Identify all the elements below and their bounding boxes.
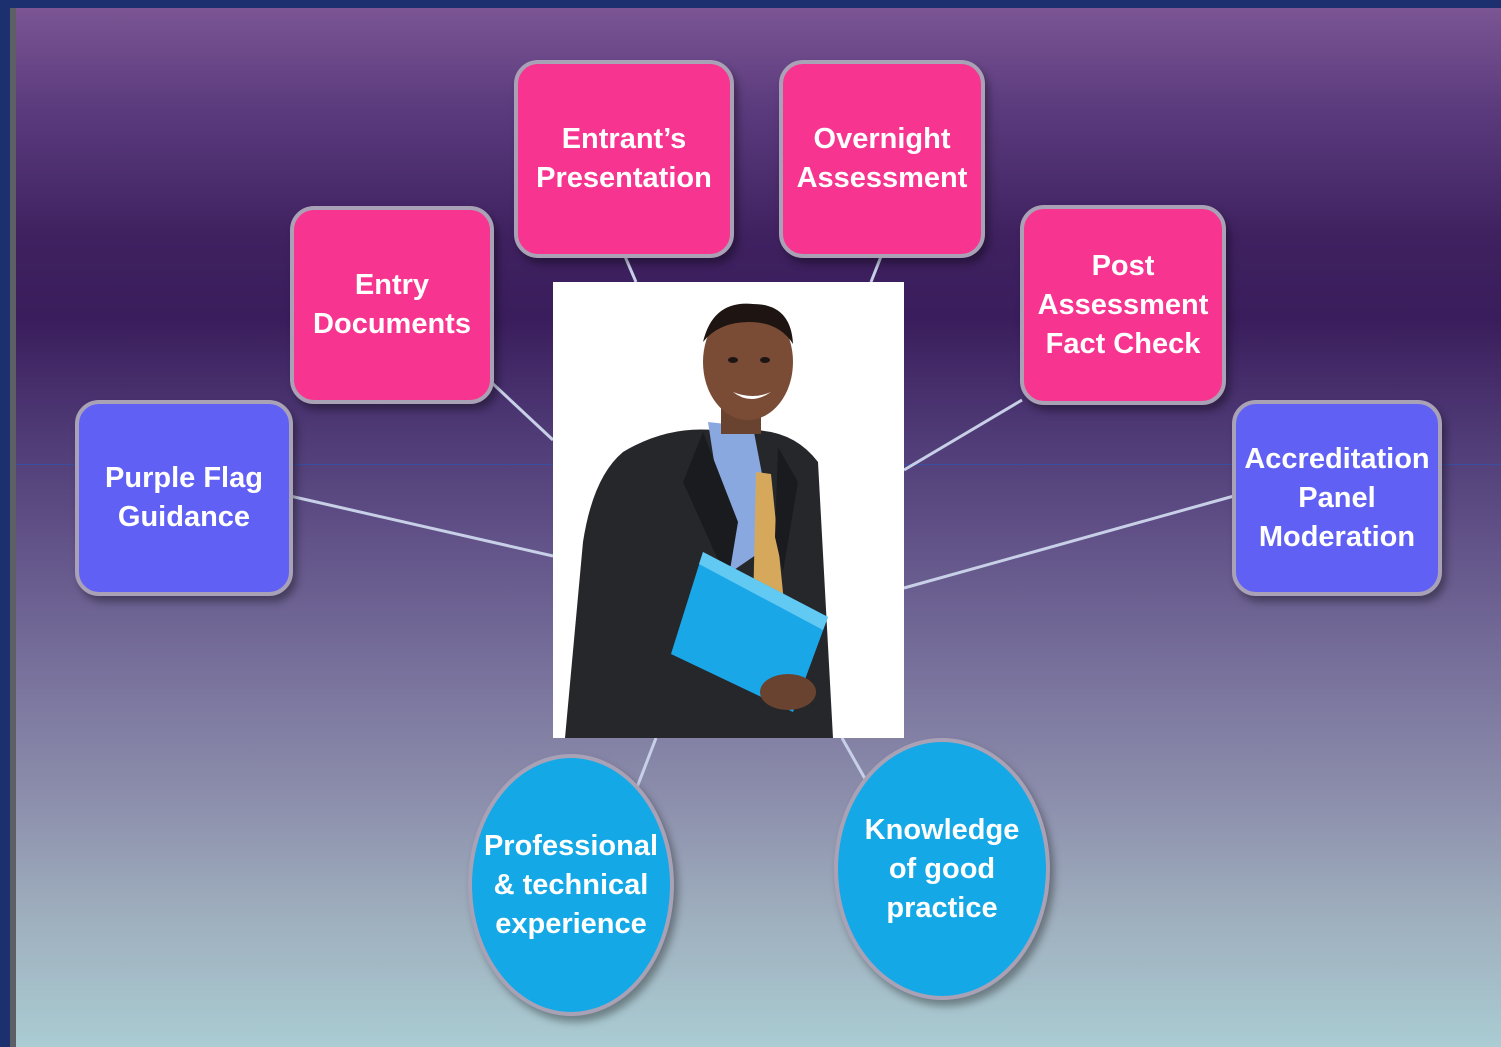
node-professional-technical-experience: Professional & technical experience xyxy=(468,754,674,1016)
connector-professional xyxy=(634,737,658,791)
node-purple-flag-guidance: Purple Flag Guidance xyxy=(75,400,293,596)
connector-overnight-assessment xyxy=(869,253,884,283)
slide: Entry Documents Entrant’s Presentation O… xyxy=(10,8,1501,1047)
node-post-assessment-fact-check: Post Assessment Fact Check xyxy=(1020,205,1226,405)
connector-post-assessment xyxy=(903,398,1023,472)
node-overnight-assessment: Overnight Assessment xyxy=(779,60,985,258)
connector-knowledge xyxy=(840,737,870,785)
node-entry-documents: Entry Documents xyxy=(290,206,494,404)
connector-lines xyxy=(289,253,1235,791)
node-knowledge-of-good-practice: Knowledge of good practice xyxy=(834,738,1050,1000)
center-photo xyxy=(553,282,904,738)
connector-accreditation xyxy=(903,494,1235,590)
connector-purple-flag xyxy=(289,494,554,558)
node-entrants-presentation: Entrant’s Presentation xyxy=(514,60,734,258)
man-holding-folder-image xyxy=(553,282,904,738)
connector-entry-documents xyxy=(489,380,555,442)
connector-entrants-presentation xyxy=(622,253,638,283)
node-accreditation-panel-moderation: Accreditation Panel Moderation xyxy=(1232,400,1442,596)
